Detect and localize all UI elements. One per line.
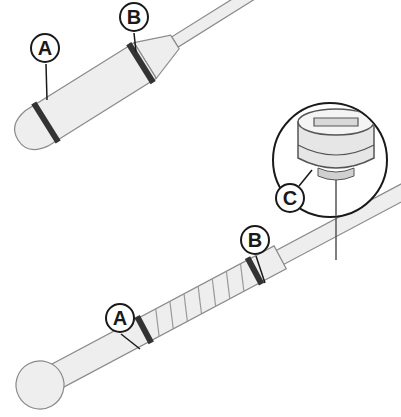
- leader-lines: [46, 33, 312, 349]
- filler-cap-inset: [273, 103, 387, 260]
- callout-letter: A: [105, 303, 135, 333]
- flat-dipstick: [6, 0, 323, 160]
- callout-letter: B: [240, 225, 270, 255]
- callout-letter: C: [275, 183, 305, 213]
- callout-letter: B: [119, 2, 149, 32]
- callout-letter: A: [30, 33, 60, 63]
